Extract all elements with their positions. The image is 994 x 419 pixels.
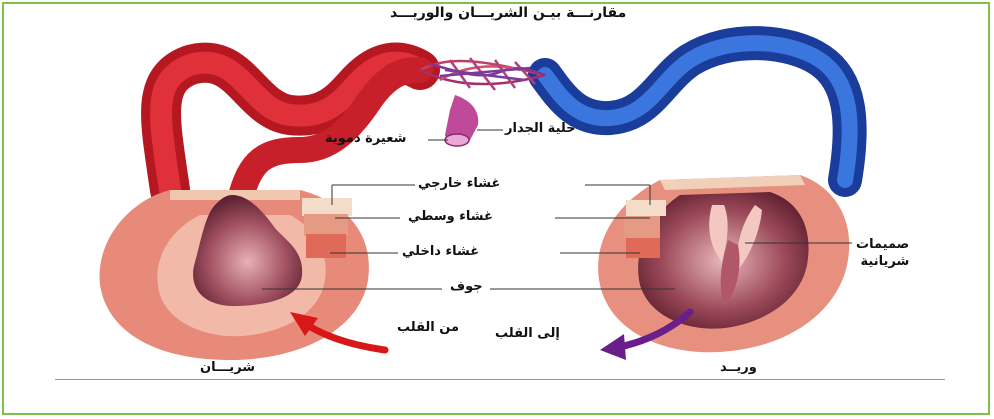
diagram-title: مقارنـــة بيـن الشريـــان والوريـــد <box>390 5 626 21</box>
outer-layer-label: غشاء خارجي <box>418 176 500 191</box>
valves-label: صميمات شريانية <box>856 236 909 270</box>
wall-cell-label: خلية الجدار <box>505 121 576 136</box>
vein-caption: وريــد <box>720 360 757 375</box>
vein-cross-section <box>598 175 849 352</box>
middle-layer-label: غشاء وسطي <box>408 209 493 224</box>
capillary-label: شعيرة دموية <box>325 131 406 146</box>
capillary-cross-section <box>445 95 478 146</box>
artery-caption: شريـــان <box>200 360 255 375</box>
lumen-label: جوف <box>450 279 483 294</box>
from-heart-label: من القلب <box>397 320 459 335</box>
vein-tube <box>545 43 850 180</box>
inner-layer-label: غشاء داخلي <box>402 244 479 259</box>
to-heart-label: إلى القلب <box>495 326 560 341</box>
